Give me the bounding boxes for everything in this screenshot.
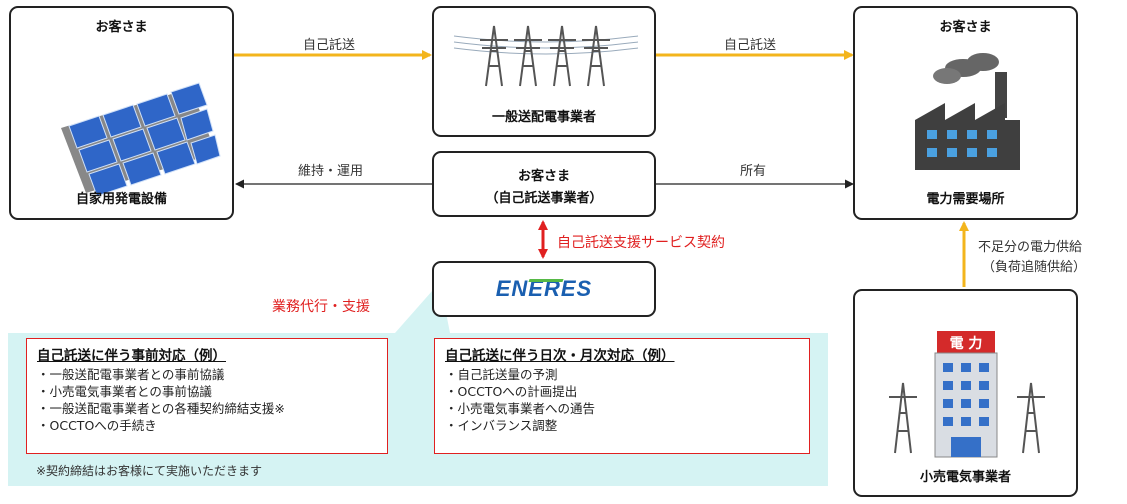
retail-sign-text: 電 力 <box>949 336 983 352</box>
grid-operator-title: 一般送配電事業者 <box>491 110 596 125</box>
footnote: ※契約締結はお客様にて実施いただきます <box>36 464 263 478</box>
label-self-transmission-2: 自己託送 <box>724 38 777 53</box>
daily-tasks-panel: 自己託送に伴う日次・月次対応（例） 自己託送量の予測 OCCTOへの計画提出 小… <box>434 338 810 454</box>
retail-building-icon <box>889 331 1045 458</box>
demand-site-node: お客さま 電力需要場所 <box>853 6 1078 220</box>
retailer-node: 電 力 小売電気事業者 <box>853 289 1078 497</box>
solar-panel-icon <box>61 82 221 197</box>
advance-tasks-title: 自己託送に伴う事前対応（例） <box>37 348 226 364</box>
retailer-title: 小売電気事業者 <box>919 470 1011 485</box>
customer-left-title: お客さま <box>95 20 148 35</box>
label-supply-line2: （負荷追随供給） <box>982 260 1087 275</box>
self-transmission-customer-node: お客さま （自己託送事業者） <box>432 151 656 217</box>
list-item: OCCTOへの計画提出 <box>445 383 799 400</box>
label-self-transmission-1: 自己託送 <box>303 38 356 53</box>
transmission-tower-icon <box>453 25 639 87</box>
advance-tasks-panel: 自己託送に伴う事前対応（例） 一般送配電事業者との事前協議 小売電気事業者との事… <box>26 338 388 454</box>
daily-tasks-title: 自己託送に伴う日次・月次対応（例） <box>445 348 675 364</box>
label-maintenance: 維持・運用 <box>298 164 364 179</box>
customer-center-title: お客さま <box>517 169 570 184</box>
eneres-node: ENERES <box>432 261 656 317</box>
solar-title: 自家用発電設備 <box>75 192 167 207</box>
grid-operator-node: 一般送配電事業者 <box>432 6 656 137</box>
list-item: 自己託送量の予測 <box>445 366 799 383</box>
list-item: 一般送配電事業者との事前協議 <box>37 366 377 383</box>
demand-site-title: 電力需要場所 <box>926 192 1005 207</box>
list-item: OCCTOへの手続き <box>37 417 377 434</box>
factory-icon <box>915 53 1020 170</box>
label-agency: 業務代行・支援 <box>272 299 370 315</box>
label-ownership: 所有 <box>740 164 767 179</box>
eneres-logo-accent <box>528 279 564 282</box>
customer-right-title: お客さま <box>939 20 992 35</box>
customer-center-subtitle: （自己託送事業者） <box>485 191 603 206</box>
solar-node: お客さま 自家用発電設備 <box>9 6 234 220</box>
label-supply-line1: 不足分の電力供給 <box>978 240 1083 255</box>
list-item: インバランス調整 <box>445 417 799 434</box>
list-item: 小売電気事業者との事前協議 <box>37 383 377 400</box>
label-support-contract: 自己託送支援サービス契約 <box>557 235 725 251</box>
list-item: 一般送配電事業者との各種契約締結支援※ <box>37 400 377 417</box>
list-item: 小売電気事業者への通告 <box>445 400 799 417</box>
